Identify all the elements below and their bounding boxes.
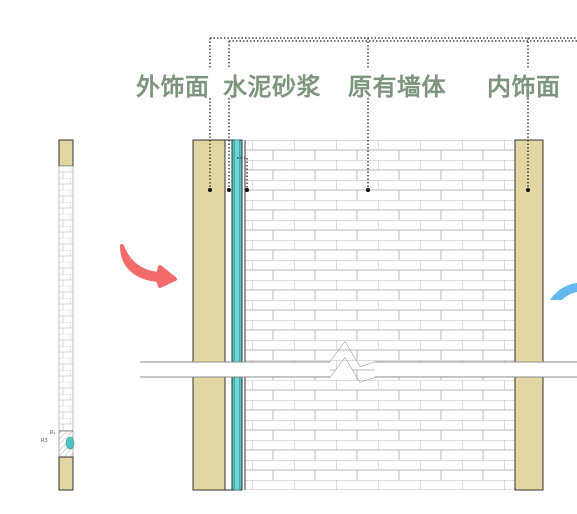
curved-arrow-blue-icon	[550, 283, 577, 300]
thumb-brick-column	[58, 165, 74, 432]
mortar-layer-upper	[224, 139, 233, 363]
label-cement-mortar: 水泥砂浆	[223, 73, 321, 101]
thumbnail-section: R₁ R3	[41, 139, 75, 491]
insulation-core-upper	[234, 139, 240, 363]
exterior-finish-upper	[192, 139, 226, 363]
interior-finish-upper	[514, 139, 544, 363]
thumb-mark-top: R₁	[50, 430, 55, 436]
wall-lower-section	[192, 376, 544, 491]
exterior-finish-lower	[192, 376, 226, 491]
interior-finish-lower	[514, 376, 544, 491]
leader-lines	[209, 37, 577, 190]
thumb-joint-insulation	[65, 436, 75, 450]
label-interior-finish: 内饰面	[487, 73, 561, 101]
thumb-bottom-finish	[58, 456, 74, 491]
label-exterior-finish: 外饰面	[136, 73, 210, 101]
leader-dots	[208, 188, 530, 192]
insulation-core-lower	[234, 376, 240, 491]
thumb-mark-bottom: R3	[41, 438, 48, 444]
break-line	[140, 341, 577, 383]
thumb-top-finish	[58, 139, 74, 167]
brick-wall-lower	[245, 377, 515, 490]
curved-arrow-red-icon	[120, 244, 177, 288]
mortar-layer-lower	[224, 376, 233, 491]
wall-upper-section	[192, 139, 544, 363]
label-existing-wall: 原有墙体	[348, 73, 446, 101]
brick-wall-upper	[245, 140, 515, 362]
